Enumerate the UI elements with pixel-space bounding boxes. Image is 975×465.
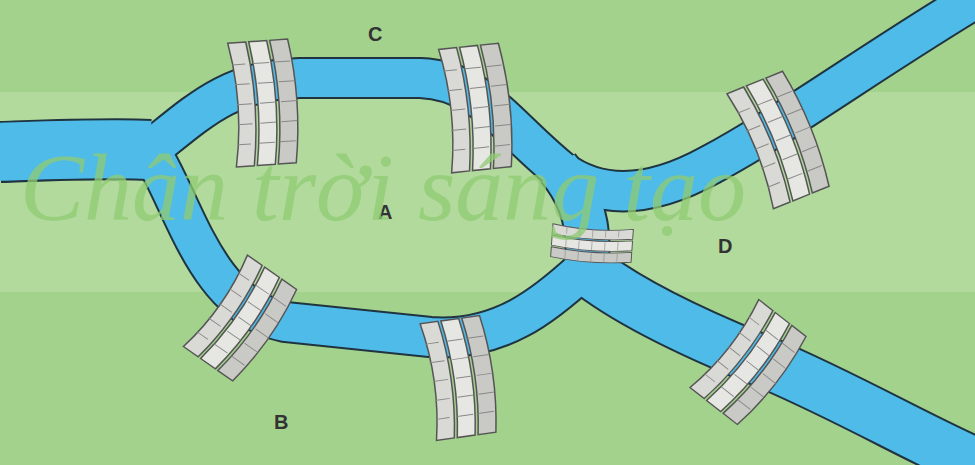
region-label: D xyxy=(718,236,732,256)
bridge xyxy=(690,300,810,428)
watermark: Chân trời sáng tạo xyxy=(20,140,746,236)
region-label: B xyxy=(274,412,288,432)
bridge xyxy=(183,255,300,384)
bridges xyxy=(183,39,833,441)
bridge xyxy=(420,315,501,441)
region-label: C xyxy=(368,24,382,44)
